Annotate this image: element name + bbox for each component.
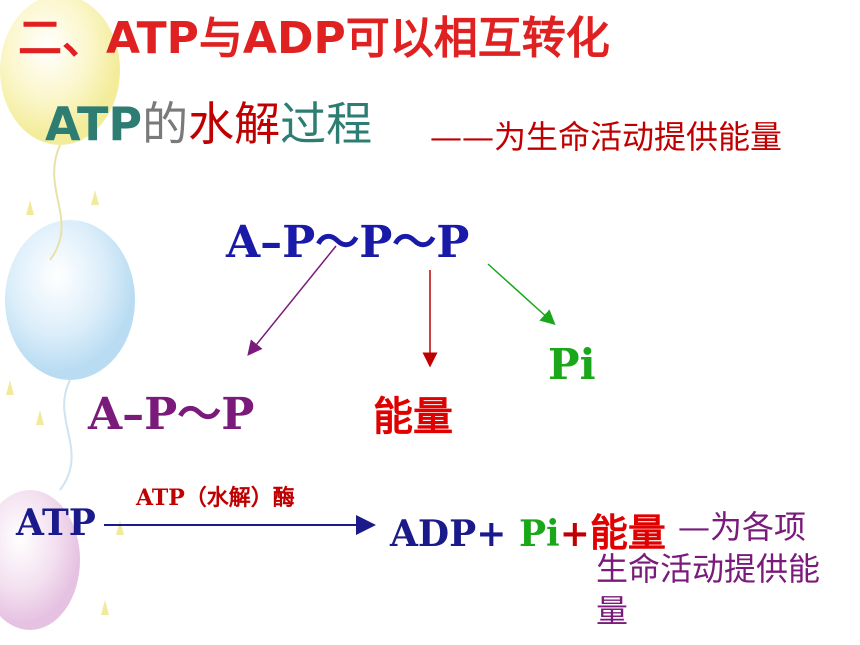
product-energy: 能量	[373, 394, 453, 440]
rhs-plus: +	[559, 513, 590, 555]
rhs-pi: Pi	[518, 513, 560, 555]
sparkles	[6, 190, 124, 615]
balloon-pink	[0, 490, 80, 630]
slide-title: 二、ATP与ADP可以相互转化	[18, 13, 610, 64]
arrow-to-ap	[247, 245, 337, 356]
equation-lhs: ATP	[16, 502, 96, 544]
subtitle-de: 的	[142, 97, 189, 151]
product-pi: Pi	[548, 340, 596, 389]
product-ap: A–P～P	[88, 389, 255, 440]
section-subtitle: ATP的水解过程	[45, 88, 372, 154]
equation-note: —为各项 生命活动提供能量	[596, 506, 846, 632]
subtitle-atp: ATP	[45, 97, 143, 151]
note-line-2: 生命活动提供能量	[596, 550, 821, 630]
balloon-string	[49, 144, 63, 261]
subtitle-hydrolysis: 水解	[188, 97, 281, 151]
balloon-yellow	[0, 0, 120, 145]
balloon-blue	[5, 220, 135, 380]
purpose-text: ——为生命活动提供能量	[430, 118, 783, 156]
note-line-1: —为各项	[678, 508, 807, 546]
rhs-energy: 能量	[589, 511, 666, 555]
rhs-adp: ADP+	[390, 513, 507, 555]
subtitle-process: 过程	[280, 97, 373, 151]
arrow-to-pi	[487, 263, 556, 326]
equation-rhs: ADP+ Pi+能量	[390, 502, 666, 557]
atp-formula: A–P～P～P	[226, 217, 470, 268]
enzyme-label: ATP（水解）酶	[136, 485, 295, 511]
balloon-string	[59, 379, 73, 491]
